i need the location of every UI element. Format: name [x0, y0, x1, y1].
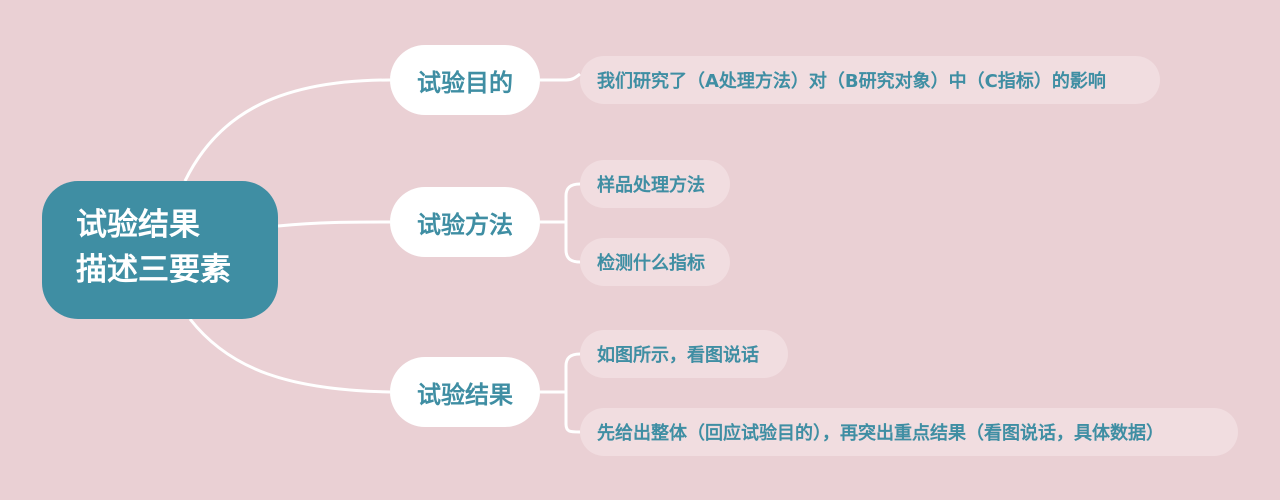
- branch-method: 试验方法: [390, 187, 540, 257]
- branch-method-label: 试验方法: [417, 210, 513, 239]
- connector-result-bracket: [540, 352, 581, 434]
- leaf-text: 先给出整体（回应试验目的），再突出重点结果（看图说话，具体数据）: [597, 423, 1164, 444]
- leaf-text: 如图所示，看图说话: [597, 345, 759, 366]
- leaf-detection-indicator: 检测什么指标: [580, 238, 730, 286]
- branch-purpose: 试验目的: [390, 45, 540, 115]
- connector-root-method: [277, 220, 391, 228]
- branch-result-label: 试验结果: [417, 380, 513, 409]
- leaf-text: 检测什么指标: [597, 253, 705, 274]
- root-title-line-2: 描述三要素: [76, 252, 231, 288]
- leaf-text: 我们研究了（A处理方法）对（B研究对象）中（C指标）的影响: [597, 71, 1106, 92]
- connector-purpose-leaf: [540, 72, 581, 82]
- branch-result: 试验结果: [390, 357, 540, 427]
- connector-method-bracket: [540, 182, 581, 264]
- leaf-purpose-description: 我们研究了（A处理方法）对（B研究对象）中（C指标）的影响: [580, 56, 1160, 104]
- connector-root-purpose: [183, 78, 391, 182]
- leaf-figure-description: 如图所示，看图说话: [580, 330, 788, 378]
- root-title-line-1: 试验结果: [76, 207, 200, 243]
- leaf-result-structure: 先给出整体（回应试验目的），再突出重点结果（看图说话，具体数据）: [580, 408, 1238, 456]
- root-node: 试验结果 描述三要素: [42, 181, 278, 319]
- branch-purpose-label: 试验目的: [417, 68, 513, 97]
- connector-root-result: [188, 318, 391, 394]
- leaf-sample-processing: 样品处理方法: [580, 160, 730, 208]
- leaf-text: 样品处理方法: [597, 175, 705, 196]
